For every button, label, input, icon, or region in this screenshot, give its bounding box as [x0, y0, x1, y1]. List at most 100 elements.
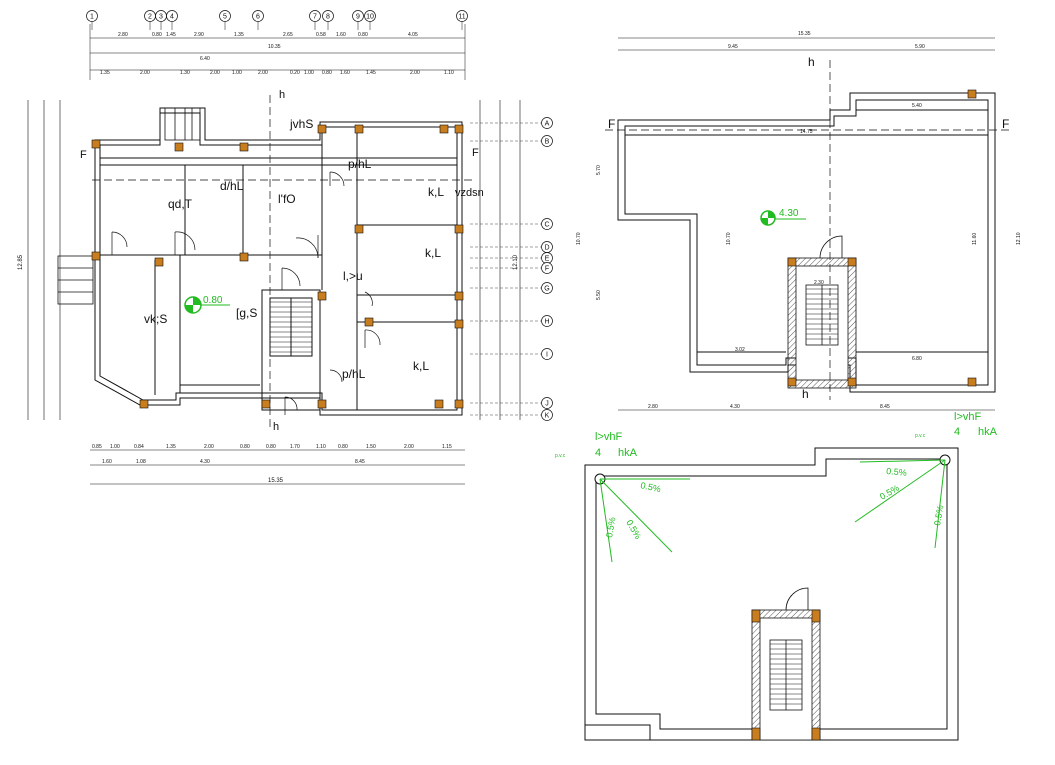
dim-top-4: 2.90: [194, 32, 204, 38]
axis-bubble-11: 11: [456, 10, 468, 30]
axis-label-9: 9: [356, 14, 360, 21]
axis-bubble-K: K: [470, 409, 553, 421]
column-19: [364, 317, 374, 327]
roof-column-3: [751, 727, 761, 741]
dim-bottom-13: 1.15: [442, 444, 452, 450]
note-right-line1: l>vhF: [954, 411, 981, 423]
right-dimension-chains: 12.10: [479, 100, 521, 420]
column-10: [454, 224, 464, 234]
room-label-11: vk;S: [144, 312, 167, 326]
terrace-plan: 15.35 9.45 5.90 14.75 5.40 5.70 5.50 10.…: [576, 31, 1022, 411]
terrace-left-dim-2: 5.50: [596, 290, 602, 300]
column-4: [239, 252, 249, 262]
axis-bubble-1: 1: [86, 10, 98, 30]
note-right-num: 4: [954, 426, 960, 438]
axis-label-A: A: [545, 121, 550, 128]
axis-label-C: C: [544, 222, 549, 229]
top-dimension-chains: 2.80 0.80 1.45 2.90 1.35 2.65 0.58 1.60 …: [89, 24, 466, 80]
axis-bubble-B: B: [470, 135, 553, 147]
dim-top-9: 0.80: [358, 32, 368, 38]
axis-bubble-E: E: [470, 252, 553, 264]
dim-bottom-11: 1.50: [366, 444, 376, 450]
dim-top-10: 4.05: [408, 32, 418, 38]
level-marker-terrace: 4.30: [760, 208, 806, 226]
axis-bubble-2: 2: [144, 10, 156, 30]
axis-bubble-I: I: [470, 348, 553, 360]
axis-bubble-10: 10: [364, 10, 376, 30]
dim-bottom-4: 1.35: [166, 444, 176, 450]
column-3: [154, 257, 164, 267]
room-label-3: qd,T: [168, 197, 193, 211]
terrace-mark-h-bottom: h: [802, 387, 809, 401]
slope-label-3: 0.5%: [624, 518, 643, 541]
column-13: [434, 399, 444, 409]
axis-label-10: 10: [366, 14, 374, 21]
axis-label-3: 3: [159, 14, 163, 21]
bottom-dimension-chains: 0.85 1.00 0.84 1.35 2.00 0.80 0.80 1.70 …: [90, 444, 465, 485]
column-20: [139, 399, 149, 409]
dim-bottom-8: 1.70: [290, 444, 300, 450]
terrace-column-4: [847, 377, 857, 387]
dim-top-3: 1.45: [166, 32, 176, 38]
axis-bubble-8: 8: [322, 10, 334, 30]
dim-top-5: 1.35: [234, 32, 244, 38]
column-11: [454, 291, 464, 301]
axis-label-5: 5: [223, 14, 227, 21]
terrace-bottom-dim-2: 4.30: [730, 404, 740, 410]
terrace-column-5: [967, 89, 977, 99]
section-mark-h-top: h: [279, 89, 285, 101]
column-18: [354, 224, 364, 234]
terrace-column-2: [847, 257, 857, 267]
dim-top-8: 1.60: [336, 32, 346, 38]
terrace-mid-dim: 10.70: [726, 232, 732, 245]
terrace-stair-dim-2: 2.30: [814, 280, 824, 286]
dim-bottom-6: 0.80: [240, 444, 250, 450]
roof-column-2: [811, 609, 821, 623]
terrace-mark-f-right: F: [1002, 117, 1009, 131]
terrace-column-6: [967, 377, 977, 387]
dim-bottom-2: 1.00: [110, 444, 120, 450]
total-height-dim: 12.85: [18, 254, 24, 270]
terrace-stair-dim-1: 3.02: [735, 347, 745, 353]
terrace-stair-treads: [806, 288, 838, 340]
room-label-7: vzdsn: [455, 187, 484, 199]
slope-label-4: 0.5%: [886, 466, 907, 478]
column-9: [454, 124, 464, 134]
note-right-unit: hkA: [978, 426, 998, 438]
terrace-total-width: 15.35: [798, 31, 811, 37]
axis-label-I: I: [546, 352, 548, 359]
dim-top-row3-2: 2.00: [140, 70, 150, 76]
terrace-left-total: 10.70: [576, 232, 582, 245]
section-mark-f-left: F: [80, 149, 87, 161]
column-6: [317, 291, 327, 301]
room-label-12: p/hL: [342, 367, 366, 381]
terrace-dim-left: 9.45: [728, 44, 738, 50]
terrace-dims: 14.75 5.40 5.70 5.50 10.70 11.60 12.10 1…: [576, 103, 1022, 411]
axis-label-7: 7: [313, 14, 317, 21]
axis-bubble-7: 7: [309, 10, 321, 30]
dim-bottom-10: 0.80: [338, 444, 348, 450]
pvc-label-right: p.v.c: [915, 433, 926, 439]
column-1: [91, 139, 101, 149]
axis-bubble-D: D: [470, 241, 553, 253]
terrace-dim-right: 5.90: [915, 44, 925, 50]
room-label-9: l,>u: [343, 269, 363, 283]
terrace-section-lines: F F h h: [605, 55, 1010, 401]
terrace-column-1: [787, 257, 797, 267]
room-label-1: jvhS: [289, 117, 313, 131]
terrace-bottom-dim-3: 8.45: [880, 404, 890, 410]
note-left-num: 4: [595, 447, 601, 459]
dim-top-row3-5: 1.00: [232, 70, 242, 76]
column-21: [454, 319, 464, 329]
dim-top-row3-3: 1.30: [180, 70, 190, 76]
axis-bubble-F: F: [470, 262, 553, 274]
dim-top-row3-8: 1.00: [304, 70, 314, 76]
structural-columns: [91, 124, 464, 409]
column-8: [439, 124, 449, 134]
column-16: [174, 142, 184, 152]
terrace-column-3: [787, 377, 797, 387]
axis-bubble-9: 9: [352, 10, 364, 30]
